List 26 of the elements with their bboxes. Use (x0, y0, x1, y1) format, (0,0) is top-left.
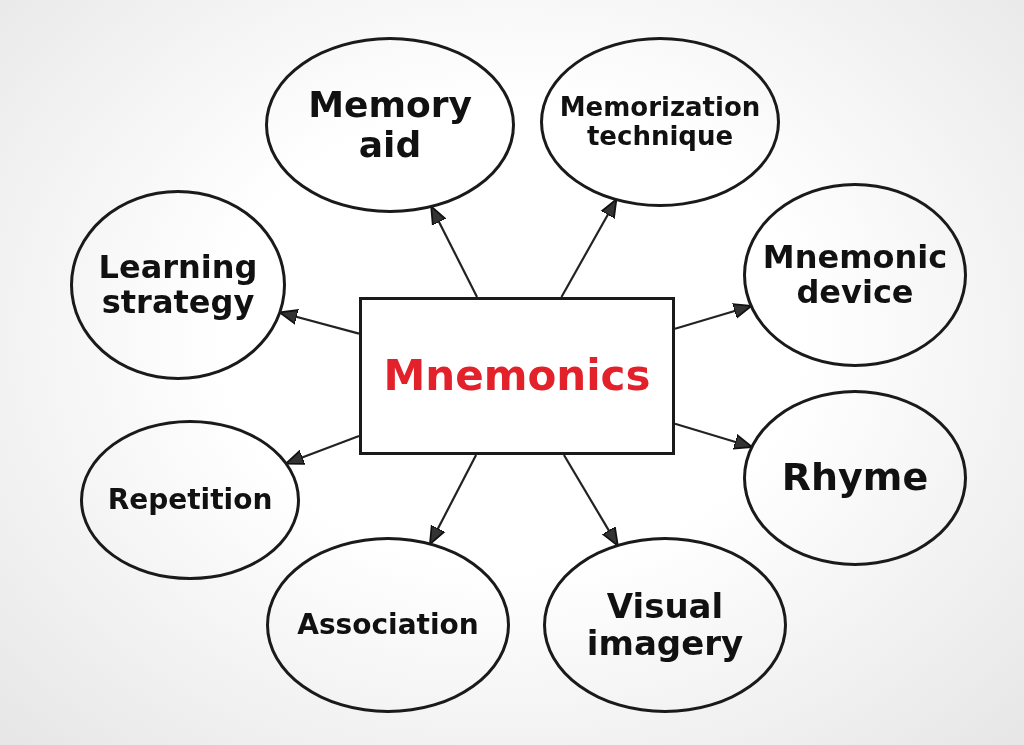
arrow (560, 198, 618, 298)
idea-label: Association (297, 609, 479, 641)
arrow (674, 422, 753, 450)
topic-title: Mnemonics (383, 352, 651, 400)
idea-label: Learning strategy (97, 249, 259, 321)
arrow (285, 434, 360, 465)
arrow (674, 303, 753, 330)
idea-bubble (265, 37, 515, 213)
idea-bubble (70, 190, 286, 380)
idea-label: Rhyme (781, 457, 929, 499)
idea-label: Visual imagery (585, 587, 745, 663)
arrow (429, 454, 478, 545)
idea-bubble (743, 183, 967, 367)
idea-label: Mnemonic device (761, 239, 949, 311)
idea-label: Repetition (107, 484, 273, 516)
topic-box (359, 297, 675, 455)
arrow (430, 205, 478, 298)
idea-bubble (543, 537, 787, 713)
idea-bubble (80, 420, 300, 580)
idea-bubble (540, 37, 780, 207)
idea-label: Memorization technique (558, 93, 762, 151)
idea-bubble (743, 390, 967, 566)
idea-label: Memory aid (307, 85, 473, 165)
arrow (563, 454, 619, 547)
idea-bubble (266, 537, 510, 713)
arrow (278, 309, 360, 335)
